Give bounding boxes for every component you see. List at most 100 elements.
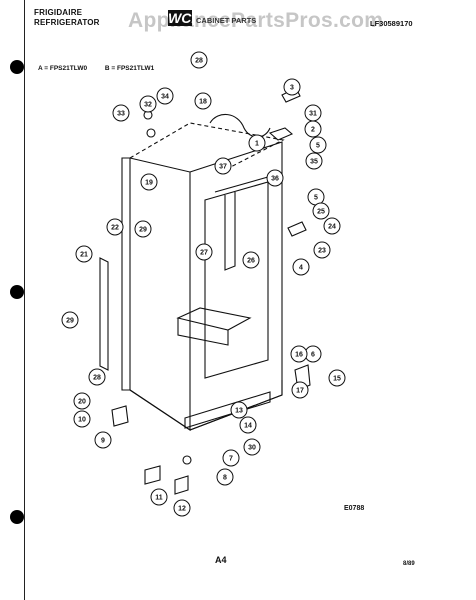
callout-label-24: 24 (328, 224, 336, 231)
callout-label-16: 16 (295, 352, 303, 359)
callout-label-28: 28 (195, 58, 203, 65)
page-date: 8/89 (403, 561, 415, 567)
callout-bubble-24 (323, 217, 341, 235)
callout-bubble-31 (304, 104, 322, 122)
product-type: REFRIGERATOR (34, 18, 100, 27)
callout-bubble-22 (106, 218, 124, 236)
callout-label-11: 11 (155, 495, 163, 502)
model-legend-b: B = FPS21TLW1 (104, 65, 155, 72)
callout-bubble-9 (94, 431, 112, 449)
callout-label-3: 3 (290, 85, 294, 92)
callout-bubble-26 (242, 251, 260, 269)
callout-label-23: 23 (318, 248, 326, 255)
callout-label-4: 4 (299, 265, 303, 272)
callout-bubble-17 (291, 381, 309, 399)
callout-bubble-20 (73, 392, 91, 410)
callout-bubble-4 (292, 258, 310, 276)
callout-label-17: 17 (296, 388, 304, 395)
callout-bubble-25 (312, 202, 330, 220)
callout-bubble-36 (266, 169, 284, 187)
callout-label-12: 12 (178, 506, 186, 513)
callout-bubble-23 (313, 241, 331, 259)
divider-shelf-front (177, 318, 229, 346)
callout-label-2: 2 (311, 127, 315, 134)
callout-label-14: 14 (244, 423, 252, 430)
callout-bubble-15 (328, 369, 346, 387)
callout-label-31: 31 (309, 111, 317, 118)
callout-label-5: 5 (314, 195, 318, 202)
callout-bubble-10 (73, 410, 91, 428)
bottom-left-hinge (111, 405, 129, 427)
callout-label-22: 22 (111, 225, 119, 232)
cabinet-outline (99, 87, 311, 495)
callout-bubble-34 (156, 87, 174, 105)
drawing-code: E0788 (344, 505, 365, 512)
brand-block: FRIGIDAIRE REFRIGERATOR (34, 8, 100, 28)
right-hinge-pin-block (287, 221, 307, 237)
callout-label-1: 1 (255, 141, 259, 148)
callout-bubble-19 (140, 173, 158, 191)
callout-bubble-11 (150, 488, 168, 506)
callout-label-25: 25 (317, 209, 325, 216)
plug-part (146, 128, 156, 138)
callout-label-33: 33 (117, 111, 125, 118)
callout-label-29: 29 (139, 227, 147, 234)
callout-bubble-1 (248, 134, 266, 152)
base-kick-panel (184, 391, 271, 429)
side-rail-bar (99, 257, 109, 371)
cabinet-front-left (129, 157, 191, 432)
callout-bubble-29 (134, 220, 152, 238)
binding-edge-line (24, 0, 25, 600)
callout-label-15: 15 (333, 376, 341, 383)
callout-bubble-30 (243, 438, 261, 456)
binder-hole-middle (10, 285, 24, 299)
cabinet-top-edge (129, 122, 285, 173)
callout-label-28: 28 (93, 375, 101, 382)
callout-bubble-21 (75, 245, 93, 263)
callout-label-8: 8 (223, 475, 227, 482)
model-legend: A = FPS21TLW0 B = FPS21TLW1 (38, 65, 170, 72)
binder-hole-bottom (10, 510, 24, 524)
callout-label-19: 19 (145, 180, 153, 187)
diagram-subtitle: CABINET PARTS (196, 16, 257, 25)
wci-logo: WCI (168, 10, 196, 26)
cabinet-inner-liner (204, 181, 269, 379)
callout-bubble-12 (173, 499, 191, 517)
callout-bubble-27 (195, 243, 213, 261)
leveler-bracket (144, 465, 161, 485)
callout-bubble-7 (222, 449, 240, 467)
callout-bubble-35 (305, 152, 323, 170)
callout-label-30: 30 (248, 445, 256, 452)
callout-label-26: 26 (247, 258, 255, 265)
callout-label-21: 21 (80, 252, 88, 259)
document-number: LF30589170 (370, 19, 413, 28)
binder-hole-top (10, 60, 24, 74)
model-legend-a: A = FPS21TLW0 (38, 65, 88, 72)
callout-label-5: 5 (316, 143, 320, 150)
callout-bubble-37 (214, 157, 232, 175)
callout-label-29: 29 (66, 318, 74, 325)
callout-bubble-13 (230, 401, 248, 419)
callout-bubble-5 (309, 136, 327, 154)
callout-bubble-28 (190, 51, 208, 69)
callout-bubble-32 (139, 95, 157, 113)
top-hinge-tube (209, 114, 271, 138)
inner-top-rail (214, 174, 276, 193)
callout-label-6: 6 (311, 352, 315, 359)
callout-label-20: 20 (78, 399, 86, 406)
part-callouts: 1234556789101112131415161719202122232425… (61, 51, 346, 517)
callout-bubble-14 (239, 416, 257, 434)
callout-label-36: 36 (271, 176, 279, 183)
left-side-panel (121, 157, 131, 391)
page-label: A4 (215, 555, 227, 565)
callout-bubble-28 (88, 368, 106, 386)
callout-label-9: 9 (101, 438, 105, 445)
callout-bubble-3 (283, 78, 301, 96)
callout-label-18: 18 (199, 99, 207, 106)
inner-mullion (224, 192, 236, 271)
brand-name: FRIGIDAIRE (34, 8, 83, 17)
callout-bubble-29 (61, 311, 79, 329)
bottom-screw (182, 455, 192, 465)
callout-label-27: 27 (200, 250, 208, 257)
callout-label-10: 10 (78, 417, 86, 424)
